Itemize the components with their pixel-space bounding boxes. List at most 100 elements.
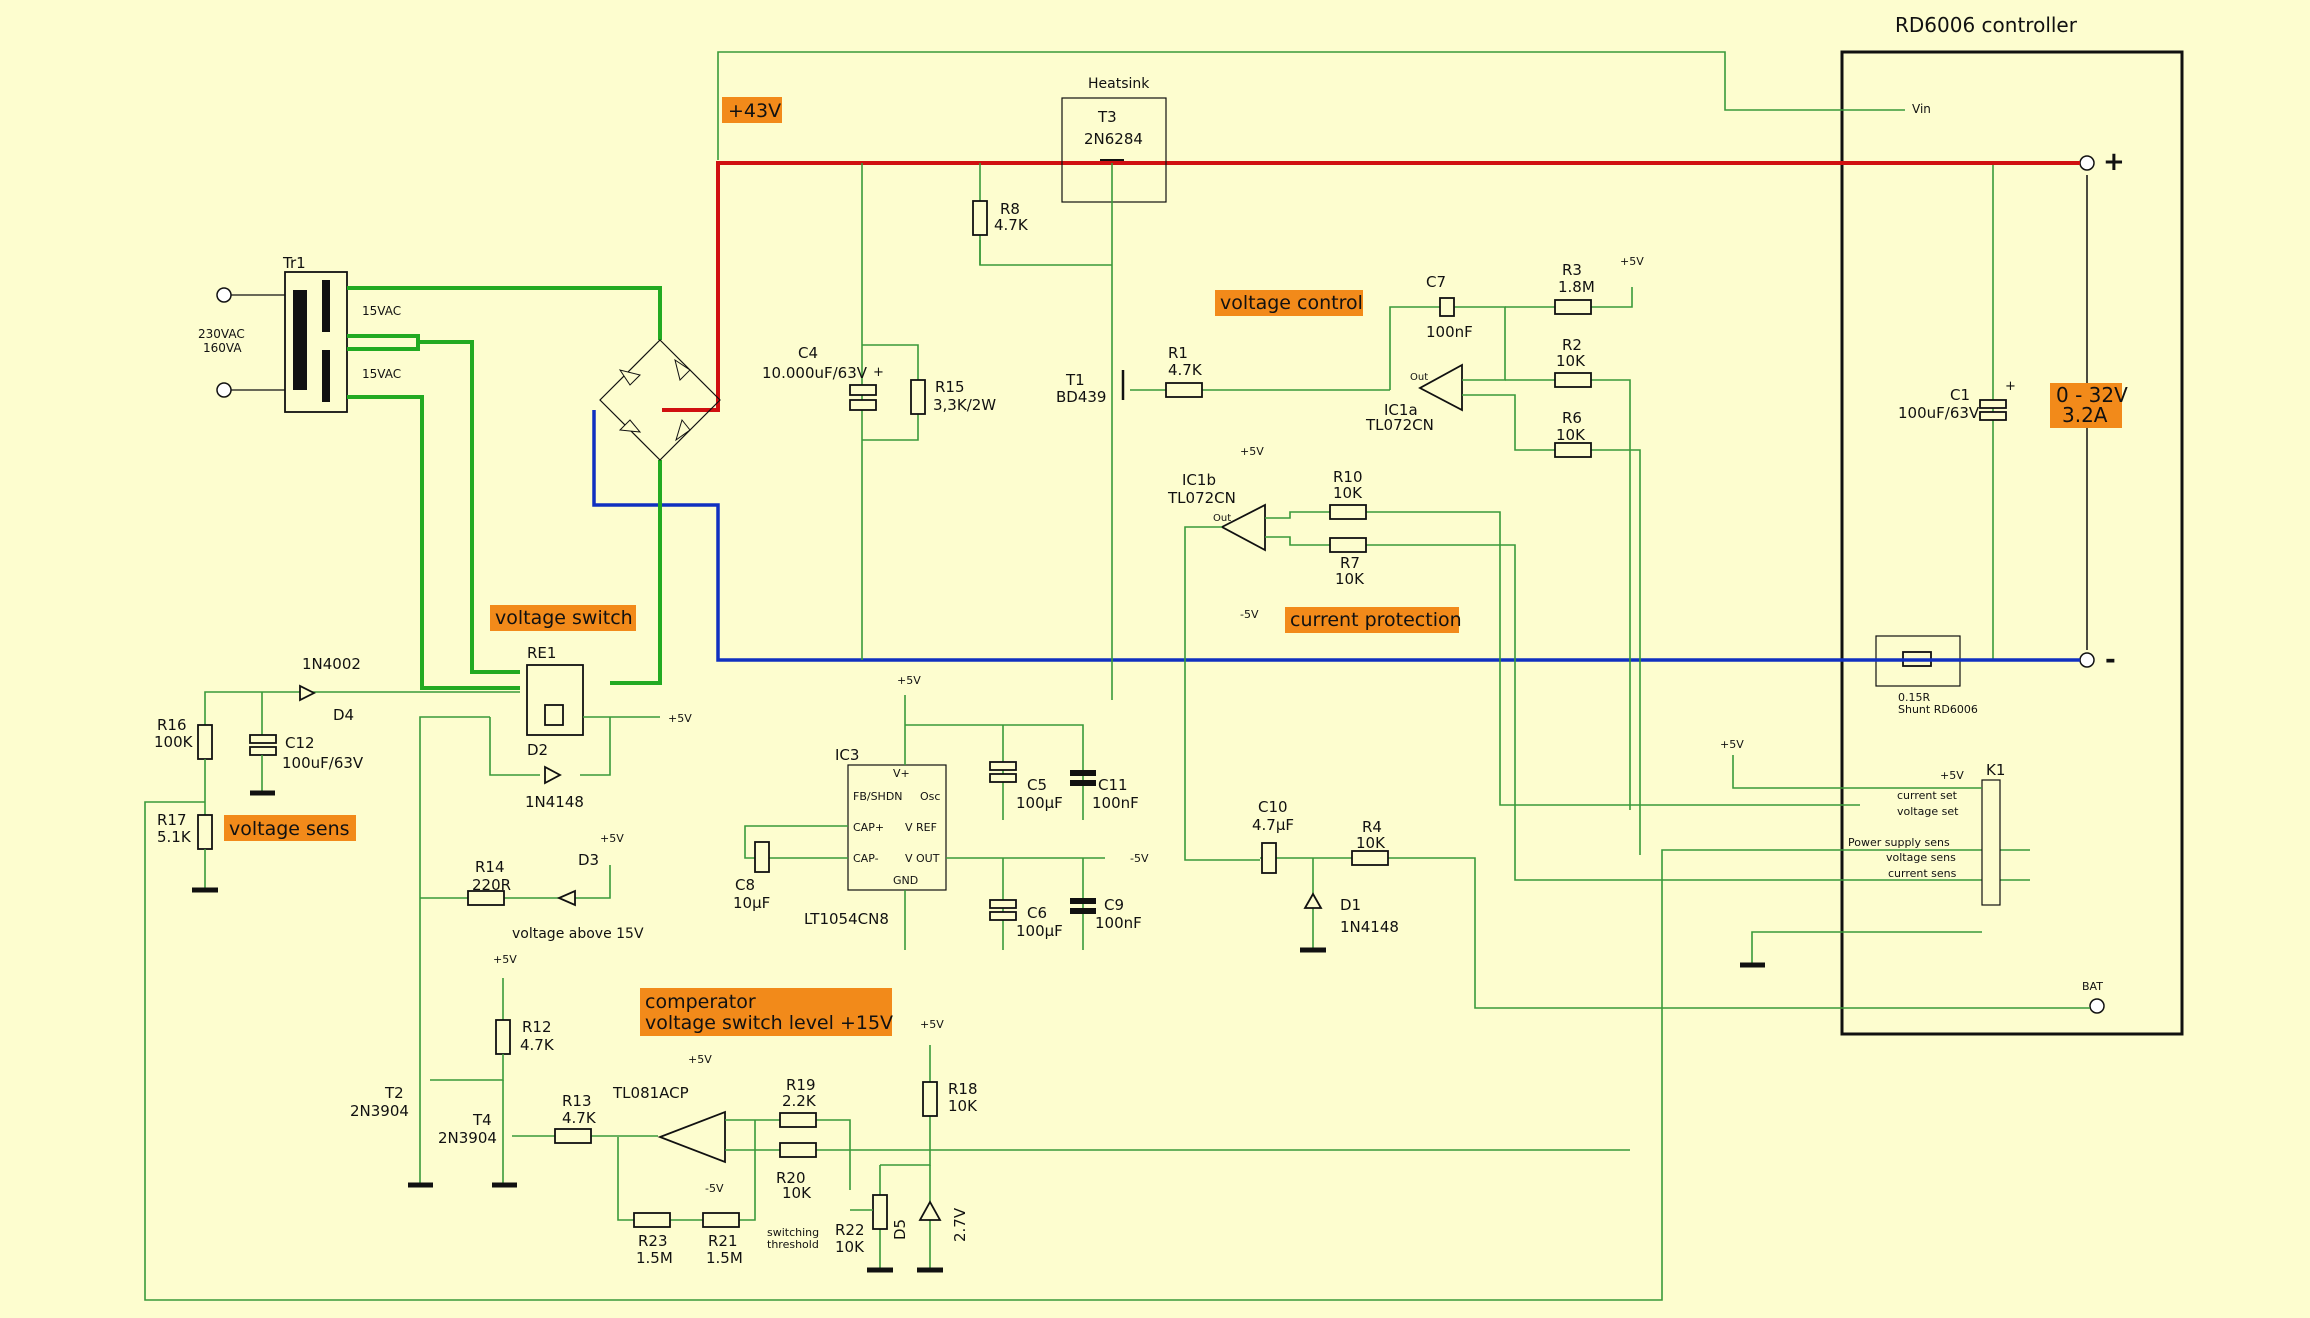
t2-value: 2N3904	[350, 1102, 409, 1120]
d1-label: D1	[1340, 896, 1361, 914]
c4-value: 10.000uF/63V	[762, 364, 868, 382]
r14-resistor	[467, 890, 505, 906]
c10-capacitor	[1261, 842, 1277, 874]
comparator-label-2: voltage switch level +15V	[645, 1012, 893, 1034]
ic1b-group: IC1b TL072CN Out +5V -5V R10 10K R7 10K	[1167, 445, 2030, 881]
ic3-out-rail: -5V	[1130, 852, 1149, 865]
d3-label: D3	[578, 851, 599, 869]
ic1b-label: IC1b	[1182, 471, 1216, 489]
c10-label: C10	[1258, 798, 1288, 816]
ic3-vplus: V+	[893, 767, 910, 780]
ic3-pin4: Osc	[920, 790, 940, 803]
r10-resistor	[1329, 504, 1367, 520]
ic1b-value: TL072CN	[1167, 489, 1236, 507]
r23-resistor	[633, 1212, 671, 1228]
c8-capacitor	[754, 841, 770, 873]
k1-pin-ps-sens: Power supply sens	[1848, 836, 1950, 849]
d2-value: 1N4148	[525, 793, 584, 811]
rail-43v-badge	[722, 97, 782, 123]
r16-resistor	[197, 724, 213, 760]
c9-label: C9	[1104, 896, 1124, 914]
r12-rail: +5V	[493, 953, 517, 966]
r3-resistor	[1554, 299, 1592, 315]
r6-value: 10K	[1556, 426, 1586, 444]
c5-capacitor	[989, 761, 1017, 771]
output-plus-terminal	[2079, 155, 2095, 171]
ic1a-label: IC1a	[1384, 401, 1418, 419]
ic1a-out-label: Out	[1410, 372, 1428, 383]
r4-value: 10K	[1356, 834, 1386, 852]
c8-value: 10µF	[733, 894, 770, 912]
d5-value: 2.7V	[951, 1207, 969, 1242]
d4-diode	[299, 684, 317, 702]
tr1-label: Tr1	[282, 254, 306, 272]
bat-label: BAT	[2082, 980, 2103, 993]
r15-label: R15	[935, 378, 965, 396]
k1-pin-current-set: current set	[1897, 789, 1958, 802]
c11-value: 100nF	[1092, 794, 1139, 812]
c4-r15-group: + C4 10.000uF/63V R15 3,3K/2W	[762, 163, 996, 660]
d4-value: 1N4002	[302, 655, 361, 673]
r21-label: R21	[708, 1232, 738, 1250]
t2-label: T2	[384, 1084, 404, 1102]
ic3-pin2: CAP+	[853, 821, 884, 834]
t3-label: T3	[1097, 108, 1117, 126]
r22-note-1: switching	[767, 1226, 819, 1239]
t4-label: T4	[472, 1111, 492, 1129]
r19-resistor	[779, 1112, 817, 1128]
k1-connector: K1 +5V current set voltage set Power sup…	[1720, 738, 2005, 968]
ic3-gnd: GND	[893, 874, 918, 887]
ic4-opamp	[657, 1110, 726, 1164]
tr1-primary-voltage: 230VAC	[198, 327, 245, 341]
r14-value: 220R	[472, 876, 511, 894]
r2-value: 10K	[1556, 352, 1586, 370]
ic3-lt1054: IC3 LT1054CN8 FB/SHDN CAP+ CAP- Osc V RE…	[733, 674, 1149, 950]
ic3-rail: +5V	[897, 674, 921, 687]
d5-label: D5	[891, 1219, 909, 1240]
c7-value: 100nF	[1426, 323, 1473, 341]
tr1-secondary-1: 15VAC	[362, 304, 401, 318]
secondary-wiring	[347, 286, 662, 690]
r22-potentiometer	[872, 1194, 888, 1230]
r3-label: R3	[1562, 261, 1582, 279]
controller-title: RD6006 controller	[1895, 13, 2078, 37]
ic1a-value: TL072CN	[1365, 416, 1434, 434]
c4-label: C4	[798, 344, 818, 362]
c10-r4-d1-group: C10 4.7µF R4 10K D1 1N4148	[1252, 798, 2090, 1009]
ic3-label: IC3	[835, 746, 859, 764]
ic3-value: LT1054CN8	[804, 910, 889, 928]
r16-value: 100K	[154, 733, 194, 751]
d5-zener	[918, 1200, 942, 1221]
comparator-label-1: comperator	[645, 991, 756, 1013]
r13-label: R13	[562, 1092, 592, 1110]
d1-value: 1N4148	[1340, 918, 1399, 936]
d2-diode	[544, 765, 562, 785]
ic4-vplus: +5V	[688, 1053, 712, 1066]
r22-note-2: threshold	[767, 1238, 819, 1251]
output-range-badge	[2050, 383, 2122, 428]
r8-resistor	[972, 200, 988, 236]
current-protection-label: current protection	[1290, 609, 1462, 631]
r17-label: R17	[157, 811, 187, 829]
r14-d3-group: R14 220R D3 +5V voltage above 15V	[420, 832, 644, 942]
re1-label: RE1	[527, 644, 556, 662]
r18-label: R18	[948, 1080, 978, 1098]
c4-capacitor	[849, 384, 877, 396]
d2-label: D2	[527, 741, 548, 759]
output-minus-terminal	[2079, 652, 2095, 668]
r8-t1-group: R8 4.7K T1 BD439 R1 4.7K	[972, 163, 1390, 406]
voltage-sens-badge	[224, 815, 356, 841]
r7-resistor	[1329, 537, 1367, 553]
d3-rail: +5V	[600, 832, 624, 845]
r10-label: R10	[1333, 468, 1363, 486]
ic3-pin6: V OUT	[905, 852, 940, 865]
r12-value: 4.7K	[520, 1036, 555, 1054]
ic3-pin3: CAP-	[853, 852, 879, 865]
r17-resistor	[197, 814, 213, 850]
r13-value: 4.7K	[562, 1109, 597, 1127]
r17-value: 5.1K	[157, 828, 192, 846]
r15-value: 3,3K/2W	[933, 396, 996, 414]
r13-resistor	[554, 1128, 592, 1144]
current-protection-badge	[1285, 607, 1459, 633]
r21-value: 1.5M	[706, 1249, 743, 1267]
